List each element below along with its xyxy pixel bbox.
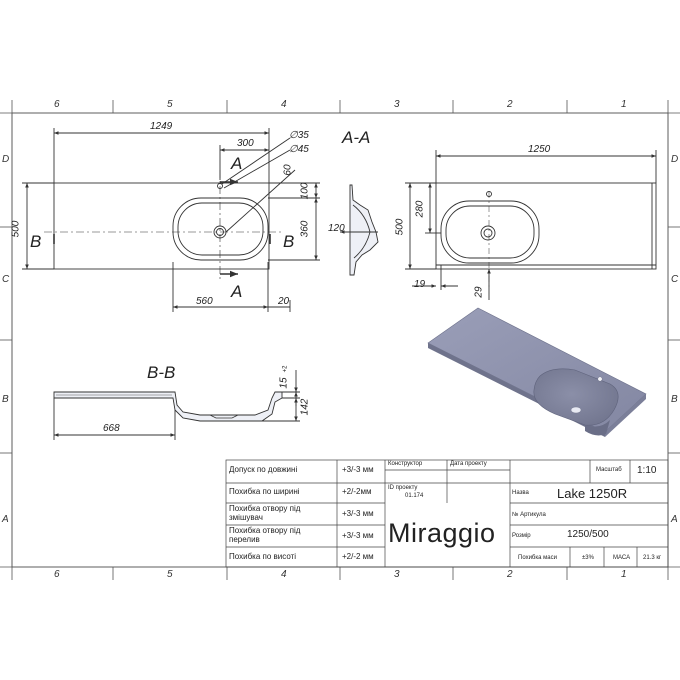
tb-article-label: № Артикула <box>512 512 546 518</box>
dim-hole-d1: ∅35 <box>289 130 309 141</box>
dim-29: 29 <box>473 286 485 298</box>
dim-overall-length: 1249 <box>150 121 173 132</box>
section-bb-title: B-B <box>147 363 176 382</box>
zone-right-c: C <box>671 274 679 285</box>
section-a-top-label: A <box>231 154 243 173</box>
section-b-left-label: B <box>30 232 42 251</box>
dim-hole-offset: 300 <box>237 138 254 149</box>
dim-bowl-width: 360 <box>299 220 311 238</box>
tb-row-1-label: Допуск по довжині <box>229 465 298 474</box>
dim-19: 19 <box>414 279 426 290</box>
tb-name-label: Назва <box>512 490 529 496</box>
tb-scale-value: 1:10 <box>637 465 657 476</box>
zone-bottom-1: 1 <box>621 569 627 580</box>
tb-row-1-value: +3/-3 мм <box>342 465 374 474</box>
tb-row-3-label: Похибка отвору під змішувач <box>229 504 301 522</box>
tb-project-id-label: ID проекту <box>388 485 418 491</box>
zone-top-6: 6 <box>54 99 60 110</box>
zone-top-3: 3 <box>394 99 400 110</box>
dim-bowl-depth: 142 <box>299 398 311 416</box>
sheet-frame <box>0 100 680 580</box>
tb-project-id-value: 01.174 <box>405 493 424 499</box>
zone-top-1: 1 <box>621 99 627 110</box>
tb-size-value: 1250/500 <box>567 529 609 540</box>
zone-right-b: B <box>671 394 678 405</box>
dim-right-length: 1250 <box>528 144 551 155</box>
tb-name-value: Lake 1250R <box>557 486 628 501</box>
tb-scale-label: Масштаб <box>596 467 622 473</box>
bowl-outer-outline <box>172 197 269 261</box>
zone-left-d: D <box>2 154 10 165</box>
plan-view-right <box>405 150 657 300</box>
tb-designer-label: Конструктор <box>388 461 423 467</box>
dim-hole-d2: ∅45 <box>289 144 309 155</box>
brand-logo: Miraggio <box>388 518 496 548</box>
zone-bottom-5: 5 <box>167 569 173 580</box>
tb-row-2-label: Похибка по ширині <box>229 487 300 496</box>
zone-bottom-6: 6 <box>54 569 60 580</box>
tb-mass-label: МАСА <box>613 555 631 561</box>
zone-right-d: D <box>671 154 679 165</box>
zone-bottom-4: 4 <box>281 569 287 580</box>
bowl-inner-outline <box>177 202 264 256</box>
tb-size-label: Розмір <box>512 533 531 539</box>
tb-mass-error-value: ±3% <box>582 555 594 561</box>
dim-thickness: 15 <box>278 377 290 389</box>
zone-top-2: 2 <box>507 99 513 110</box>
tb-row-4-label: Похибка отвору під перелив <box>229 526 301 544</box>
dim-60: 60 <box>282 164 294 176</box>
tb-mass-error-label: Похибка маси <box>518 555 557 561</box>
dim-edge-20: 20 <box>278 296 290 307</box>
top-view <box>22 128 320 312</box>
tb-row-4-value: +3/-3 мм <box>342 531 374 540</box>
dim-280: 280 <box>414 200 426 218</box>
tb-date-label: Дата проекту <box>450 461 487 467</box>
dim-thickness-tol: +2 <box>282 365 289 373</box>
tb-row-5-label: Похибка по висоті <box>229 552 297 561</box>
dim-668: 668 <box>103 423 120 434</box>
bowl-outer-right <box>440 200 540 264</box>
zone-bottom-2: 2 <box>507 569 513 580</box>
section-a-bottom-label: A <box>231 282 243 301</box>
title-block <box>225 459 669 568</box>
dim-100: 100 <box>299 182 311 200</box>
section-aa-view <box>340 184 379 276</box>
section-aa-title: A-A <box>342 128 371 147</box>
dim-bowl-length: 560 <box>196 296 213 307</box>
tb-mass-value: 21.3 кг <box>643 555 662 561</box>
dim-depth-total: 500 <box>10 220 22 238</box>
dim-right-depth: 500 <box>394 218 406 236</box>
tb-row-5-value: +2/-2 мм <box>342 552 374 561</box>
zone-left-a: A <box>2 514 9 525</box>
countertop-outline <box>53 182 270 270</box>
dim-120: 120 <box>328 223 345 234</box>
zone-bottom-3: 3 <box>394 569 400 580</box>
section-b-right-label: B <box>283 232 295 251</box>
bowl-inner-right <box>445 205 535 259</box>
sink-3d-render <box>427 307 647 437</box>
zone-top-4: 4 <box>281 99 287 110</box>
countertop-outline-right <box>435 182 657 270</box>
zone-right-a: A <box>671 514 678 525</box>
zone-left-b: B <box>2 394 9 405</box>
zone-top-5: 5 <box>167 99 173 110</box>
tb-row-3-value: +3/-3 мм <box>342 509 374 518</box>
tb-row-2-value: +2/-2мм <box>342 487 372 496</box>
zone-left-c: C <box>2 274 10 285</box>
section-bb-view <box>53 370 300 440</box>
